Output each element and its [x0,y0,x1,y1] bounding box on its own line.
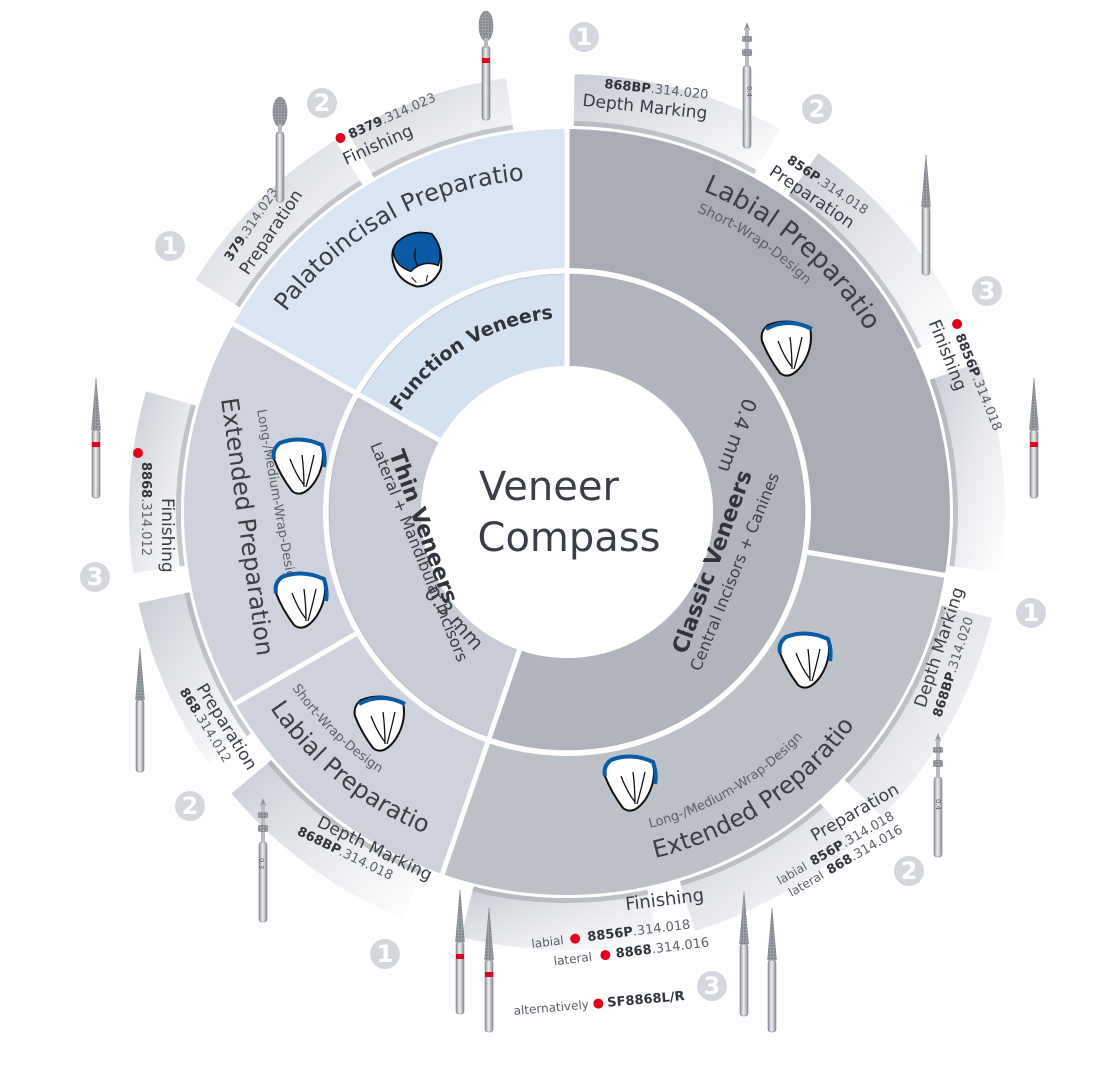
divider-thin-labial-extended [232,629,361,707]
outer-classic-labial[interactable] [567,129,950,576]
svg-text:1: 1 [576,23,593,51]
bur-marking-04-bottom: 0.4 [934,799,942,811]
badge-classic-ext-1: 1 [1016,598,1046,628]
divider-classic-labial-extended [803,549,948,579]
bur-8379-icon [478,10,494,121]
bur-marking-03: 0.3 [257,858,265,869]
svg-text:1: 1 [377,940,394,968]
red-dot-icon [133,448,143,458]
row-prefix: labial [531,933,565,951]
band-thin-labial-1 [231,760,423,919]
tooth-classic-labial-icon [760,320,813,377]
badge-classic-labial-3: 3 [972,276,1002,306]
alternative-prefix: alternatively [513,997,589,1018]
inner-thin[interactable] [328,395,520,738]
code-rest: .314.016 [651,935,710,957]
band-classic-labial-2 [788,153,964,349]
bur-marking-04-top: 0.4 [745,86,753,98]
svg-text:1: 1 [162,232,179,260]
badge-function-1: 1 [155,231,185,261]
tooth-classic-extended-a-icon [777,631,833,689]
red-ring-icon [482,58,490,63]
segment-dividers [230,127,948,877]
center-disc [421,366,713,658]
bur-868-016-icon [767,907,777,1033]
svg-text:2: 2 [314,89,331,117]
tooth-thin-extended-a-icon [271,437,327,495]
divider-thin-classic [439,643,524,877]
bur-8856p-bottom-icon [455,889,465,1015]
row-prefix: lateral [553,950,593,969]
red-dot-icon [570,933,581,944]
bur-8868-012-icon [91,377,101,499]
bur-868bp-020-top-icon [742,22,752,149]
svg-text:3: 3 [87,563,104,591]
code-rest: .314.018 [632,918,691,940]
bur-856p-icon [921,154,931,276]
red-dot-icon [335,132,346,143]
bur-379-icon [272,96,288,203]
inner-classic[interactable] [489,274,805,750]
svg-text:1: 1 [1023,599,1040,627]
red-ring-icon [1030,442,1038,447]
bur-8856p-icon [1029,377,1039,499]
title-line-1: Veneer [479,464,619,510]
badge-classic-ext-3: 3 [697,971,727,1001]
badge-classic-labial-1: 1 [569,22,599,52]
badge-classic-labial-2: 2 [802,94,832,124]
code-bold: 8868 [138,462,153,498]
code-bold: 8856P [587,925,634,945]
code-bold: 8868 [615,942,653,961]
badge-classic-ext-2: 2 [894,856,924,886]
bur-868bp-018-icon [258,798,268,923]
red-ring-icon [92,442,100,447]
title-line-2: Compass [478,515,661,561]
svg-text:8868.314.012: 8868.314.012 [138,462,153,556]
badge-thin-ext-3: 3 [80,562,110,592]
svg-text:3: 3 [704,972,721,1000]
band-classic-ext-1 [844,605,992,817]
red-dot-icon [600,950,611,961]
band-thin-ext-2 [138,592,251,764]
divider-function-thin [230,320,447,446]
svg-text:868BP.314.020: 868BP.314.020 [604,77,709,103]
band-classic-labial-3 [929,362,1005,573]
inner-function[interactable] [359,274,567,441]
tooth-classic-extended-b-icon [602,754,658,812]
bur-856p-bottom-icon [739,891,749,1017]
badge-function-2: 2 [307,88,337,118]
band-classic-labial-1 [573,74,780,175]
badge-thin-ext-2: 2 [175,791,205,821]
band-classic-ext-3 [461,886,659,950]
svg-text:3: 3 [979,277,996,305]
code-bold: 868BP [604,77,652,97]
red-ring-icon [485,972,493,977]
band-function-1 [195,140,363,308]
red-ring-icon [456,954,464,959]
tooth-palatoincisal-icon [391,231,443,288]
tool-label-bands [129,74,1005,950]
red-dot-icon [952,319,963,330]
outer-thin-labial[interactable] [235,634,488,875]
svg-text:2: 2 [809,95,826,123]
band-function-2 [348,78,514,178]
code-rest: .314.020 [650,82,709,103]
tooth-thin-extended-b-icon [273,571,329,629]
classic-ext-3-alternative[interactable]: alternatively SF8868L/R [513,989,685,1019]
band-classic-ext-2 [679,803,855,931]
alternative-code: SF8868L/R [607,989,685,1011]
code-rest: .314.012 [138,498,153,556]
red-dot-icon [593,998,604,1009]
svg-text:2: 2 [182,792,199,820]
bur-868bp-020-bottom-icon [933,733,943,858]
step-thin-ext-3[interactable]: 8868.314.012 Finishing [133,448,177,573]
bur-868-012-icon [135,647,145,773]
svg-text:2: 2 [901,857,918,885]
step-name: Finishing [157,498,177,573]
tooth-thin-labial-icon [353,695,406,752]
badge-thin-labial-1: 1 [370,939,400,969]
bur-8868-016-icon [484,907,494,1033]
